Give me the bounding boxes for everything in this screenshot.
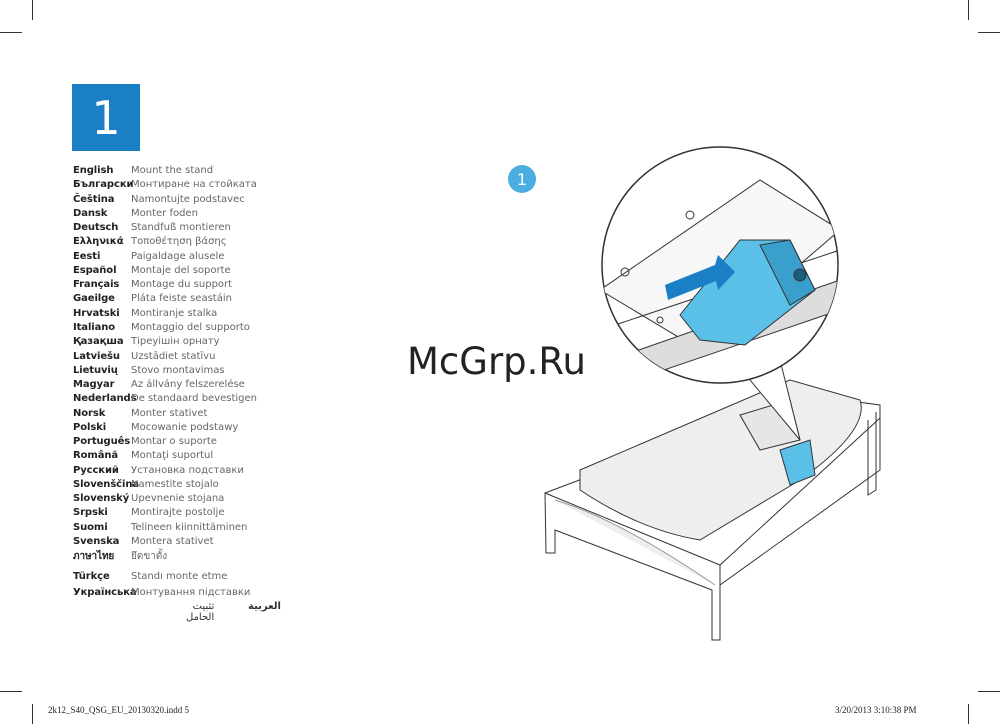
language-name: Slovenščina	[73, 478, 139, 490]
language-name: Eesti	[73, 250, 101, 262]
instruction-text: Mount the stand	[131, 165, 214, 176]
language-name: Slovenský	[73, 493, 130, 505]
language-name: Srpski	[73, 507, 108, 519]
instruction-text: Telineen kiinnittäminen	[131, 521, 248, 533]
crop-mark	[0, 691, 22, 692]
language-name: Українська	[73, 587, 137, 598]
magnified-detail	[601, 146, 839, 384]
language-name: Қазақша	[73, 336, 124, 348]
instruction-text: Montaje del soporte	[131, 264, 231, 276]
language-name: Română	[73, 450, 119, 462]
language-name: Français	[73, 279, 120, 291]
language-name: Dansk	[73, 207, 108, 219]
language-name: Svenska	[73, 536, 120, 548]
language-name: ภาษาไทย	[73, 551, 115, 562]
instruction-text: Paigaldage alusele	[131, 250, 225, 262]
crop-mark	[0, 32, 22, 33]
watermark: McGrp.Ru	[407, 340, 586, 383]
language-name: Magyar	[73, 379, 115, 391]
language-name: Suomi	[73, 521, 108, 533]
step-number-box: 1	[72, 84, 140, 151]
instruction-text: Montage du support	[131, 279, 233, 291]
step-badge-label: 1	[517, 170, 527, 189]
instruction-text: Mocowanie podstawy	[131, 421, 239, 433]
language-name: Norsk	[73, 407, 106, 419]
language-name: العربية	[248, 601, 281, 612]
instruction-text: De standaard bevestigen	[131, 393, 258, 405]
language-name: Italiano	[73, 321, 116, 333]
language-name: Gaeilge	[73, 293, 115, 305]
language-name: Türkçe	[73, 571, 110, 582]
instruction-text: Монтування підставки	[131, 587, 251, 598]
crop-mark	[978, 691, 1000, 692]
instruction-text: Monter foden	[131, 207, 198, 219]
instruction-text: Τοποθέτηση βάσης	[131, 236, 227, 248]
instruction-text: Тіреуішін орнату	[131, 336, 220, 348]
instruction-text: Montera stativet	[131, 536, 214, 548]
footer-timestamp: 3/20/2013 3:10:38 PM	[835, 705, 917, 715]
instruction-text: Montiranje stalka	[131, 307, 218, 319]
instruction-text: Montar o suporte	[131, 436, 217, 448]
language-name: Български	[73, 179, 134, 191]
instruction-text: Standı monte etme	[131, 571, 228, 582]
language-name: Latviešu	[73, 350, 120, 362]
crop-mark	[978, 32, 1000, 33]
instruction-text: Montaggio del supporto	[131, 321, 250, 333]
instruction-text: Uzstādiet statīvu	[131, 350, 216, 362]
instruction-text: Standfuß montieren	[131, 222, 231, 234]
instruction-text: Upevnenie stojana	[131, 493, 225, 505]
instruction-text: Stovo montavimas	[131, 364, 225, 376]
instruction-text: Монтиране на стойката	[131, 179, 257, 191]
step-badge	[508, 165, 536, 193]
language-name: Hrvatski	[73, 307, 120, 319]
crop-mark	[32, 0, 33, 20]
instruction-text: Pláta feiste seastáin	[131, 293, 232, 305]
instruction-text: Montaţi suportul	[131, 450, 214, 462]
language-name: Español	[73, 264, 117, 276]
crop-mark	[32, 704, 33, 724]
language-name: Nederlands	[73, 393, 137, 405]
instruction-text: Monter stativet	[131, 407, 208, 419]
instruction-text: Montirajte postolje	[131, 507, 225, 519]
language-name: Deutsch	[73, 222, 119, 234]
language-name: Русский	[73, 464, 119, 476]
instruction-text: Установка подставки	[131, 464, 244, 476]
crop-mark	[968, 0, 969, 20]
instruction-text: Az állvány felszerelése	[131, 379, 245, 391]
footer-filename: 2k12_S40_QSG_EU_20130320.indd 5	[48, 705, 190, 715]
language-name: English	[73, 165, 114, 176]
instruction-text: Namestite stojalo	[131, 478, 219, 490]
language-name: Lietuvių	[73, 364, 118, 376]
crop-mark	[968, 704, 969, 724]
instruction-text: تثبيت الحامل	[186, 601, 215, 623]
language-name: Čeština	[73, 193, 115, 205]
instruction-text: ยึดขาตั้ง	[131, 551, 168, 562]
language-name: Polski	[73, 421, 107, 433]
language-name: Ελληνικά	[73, 236, 124, 248]
instruction-text: Namontujte podstavec	[131, 193, 245, 205]
language-name: Português	[73, 436, 131, 448]
